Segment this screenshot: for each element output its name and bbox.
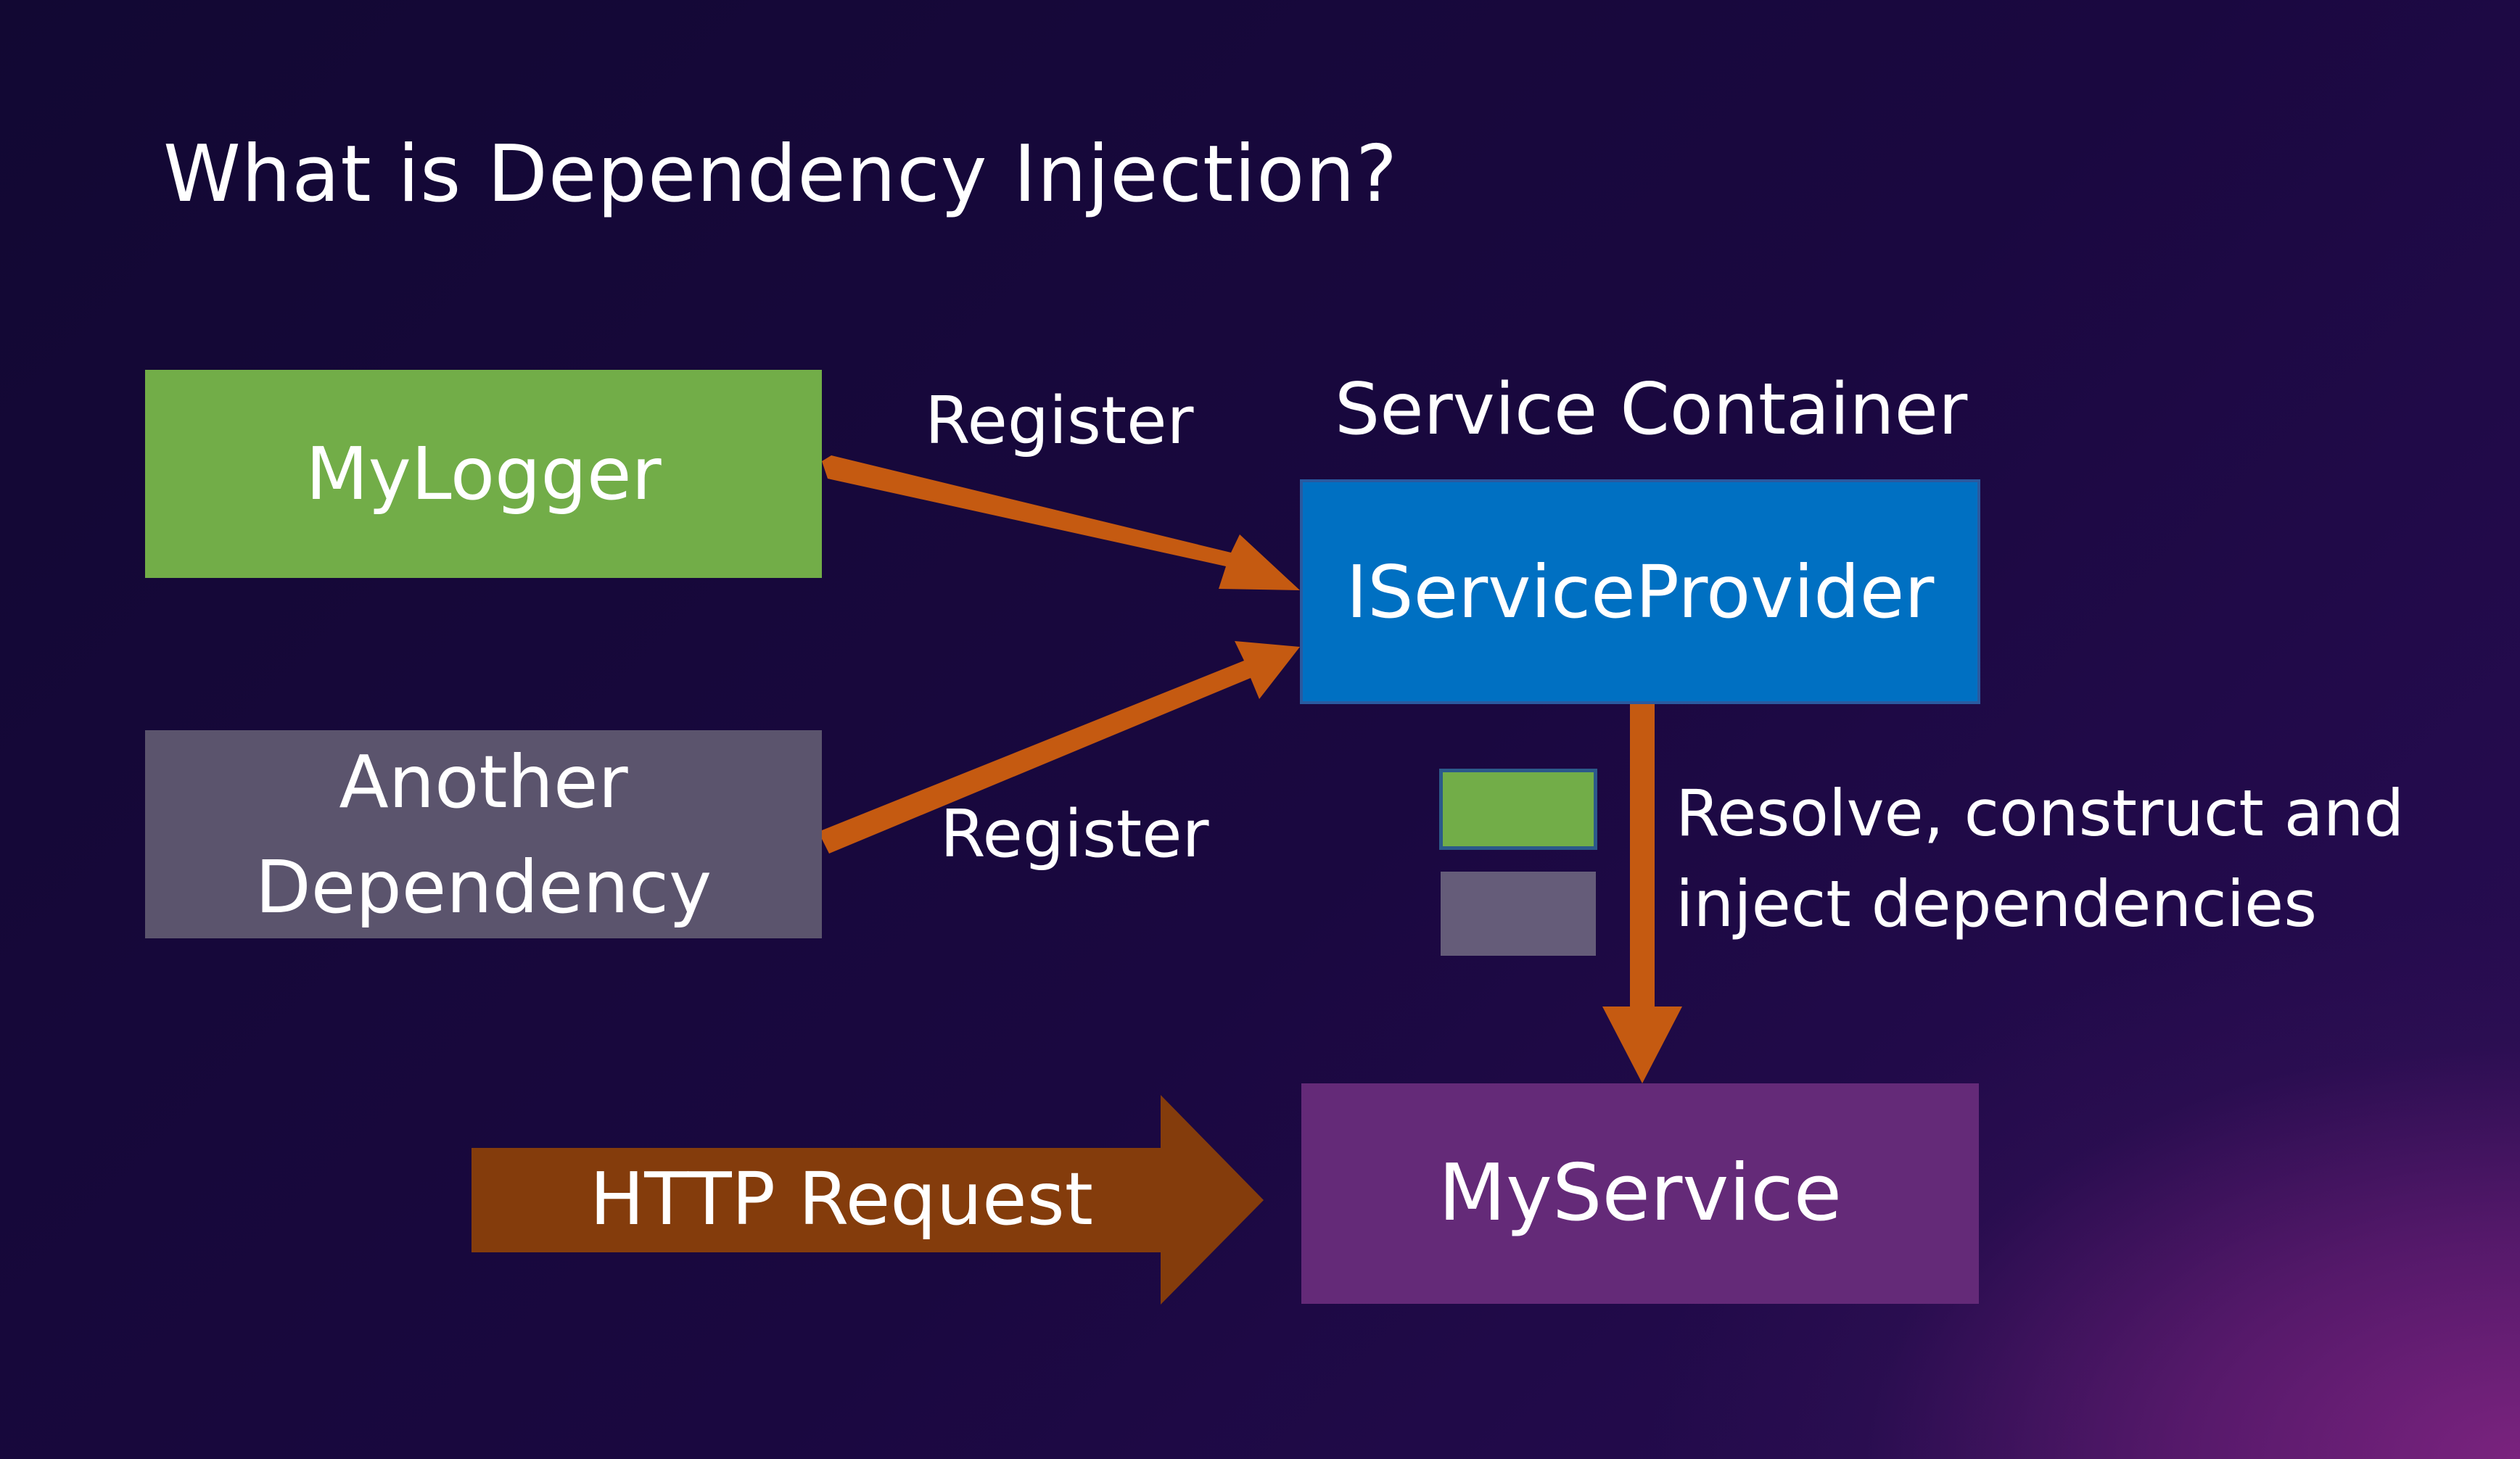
mylogger-label: MyLogger bbox=[305, 431, 662, 516]
my-service-box: MyService bbox=[1301, 1083, 1979, 1304]
another-dependency-box: Another Dependency bbox=[145, 730, 822, 938]
service-container-label: Service Container bbox=[1335, 368, 1968, 451]
another-dependency-swatch bbox=[1441, 872, 1596, 956]
resolve-label-line2: inject dependencies bbox=[1676, 866, 2318, 941]
another-dependency-line2: Dependency bbox=[255, 844, 712, 930]
register-label-top: Register bbox=[925, 383, 1194, 459]
resolve-arrow-shaft bbox=[1630, 704, 1655, 1009]
service-provider-box: IServiceProvider bbox=[1300, 479, 1980, 704]
http-request-arrow bbox=[472, 1095, 1264, 1305]
register-arrow-top bbox=[822, 455, 1300, 590]
another-dependency-line1: Another bbox=[339, 739, 628, 824]
slide-title: What is Dependency Injection? bbox=[163, 129, 1399, 220]
register-arrow-bottom bbox=[822, 641, 1300, 854]
service-provider-label: IServiceProvider bbox=[1346, 549, 1935, 635]
another-dependency-label: Another Dependency bbox=[255, 730, 712, 940]
resolve-label-line1: Resolve, construct and bbox=[1676, 776, 2405, 851]
mylogger-swatch bbox=[1439, 769, 1597, 850]
my-service-label: MyService bbox=[1438, 1147, 1842, 1239]
resolve-label: Resolve, construct and inject dependenci… bbox=[1676, 769, 2404, 950]
http-request-label: HTTP Request bbox=[590, 1157, 1093, 1241]
register-label-bottom: Register bbox=[940, 796, 1209, 872]
resolve-arrow-head bbox=[1602, 1007, 1682, 1083]
mylogger-box: MyLogger bbox=[145, 370, 822, 578]
